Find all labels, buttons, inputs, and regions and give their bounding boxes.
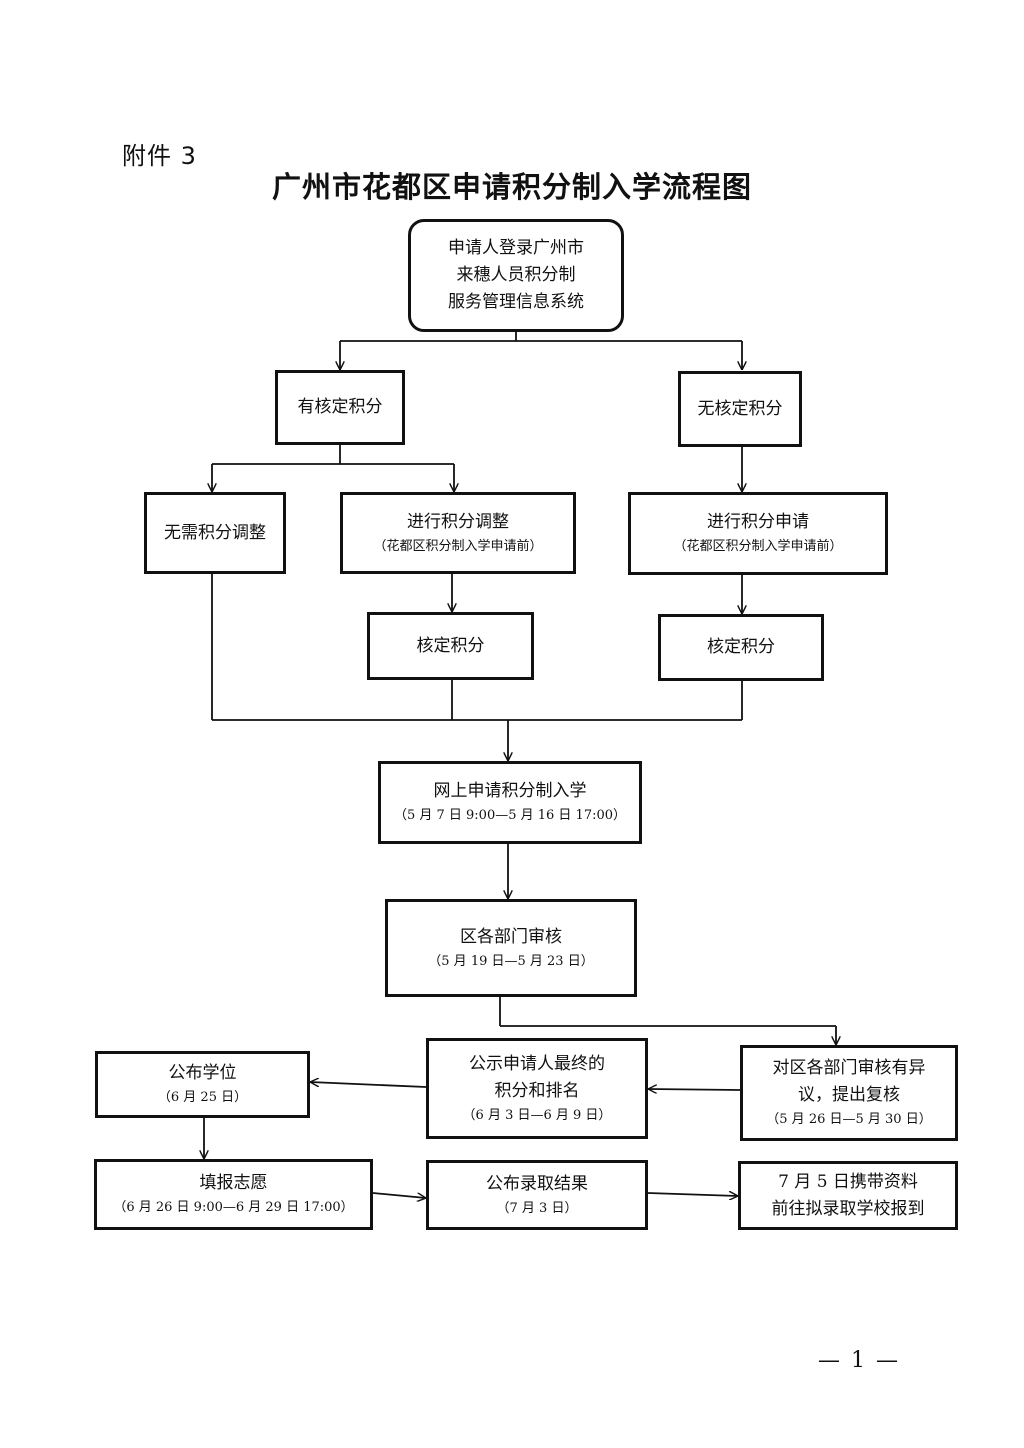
node-online-apply-label: 网上申请积分制入学 — [433, 781, 587, 801]
node-objection: 对区各部门审核有异 议，提出复核 （5 月 26 日—5 月 30 日） — [740, 1045, 958, 1141]
node-report-line-2: 前往拟录取学校报到 — [771, 1198, 925, 1219]
node-fill-choices-date: （6 月 26 日 9:00—6 月 29 日 17:00） — [113, 1200, 354, 1215]
node-objection-date: （5 月 26 日—5 月 30 日） — [766, 1112, 932, 1127]
node-publicize-line-1: 公示申请人最终的 — [469, 1053, 605, 1074]
node-adjust-note: （花都区积分制入学申请前） — [373, 538, 543, 554]
node-no-adjust: 无需积分调整 — [144, 492, 286, 574]
node-no-adjust-label: 无需积分调整 — [164, 522, 266, 543]
node-online-apply-date: （5 月 7 日 9:00—5 月 16 日 17:00） — [393, 808, 627, 823]
page-number: — 1 — — [818, 1348, 900, 1373]
attachment-label: 附件 3 — [122, 142, 197, 170]
node-publish-seats-label: 公布学位 — [168, 1063, 237, 1083]
node-login: 申请人登录广州市 来穗人员积分制 服务管理信息系统 — [408, 219, 624, 332]
node-objection-line-1: 对区各部门审核有异 — [772, 1058, 926, 1078]
arrow-to-publish-seats — [310, 1082, 427, 1088]
node-fill-choices-label: 填报志愿 — [199, 1173, 268, 1193]
node-dept-review-date: （5 月 19 日—5 月 23 日） — [428, 953, 594, 969]
node-online-apply: 网上申请积分制入学 （5 月 7 日 9:00—5 月 16 日 17:00） — [378, 761, 642, 844]
node-dept-review: 区各部门审核 （5 月 19 日—5 月 23 日） — [385, 899, 637, 997]
node-publish-seats-date: （6 月 25 日） — [157, 1090, 248, 1105]
node-login-line-3: 服务管理信息系统 — [448, 292, 584, 312]
node-publish-results-label: 公布录取结果 — [486, 1173, 588, 1194]
node-verify-right-label: 核定积分 — [707, 637, 775, 657]
node-dept-review-label: 区各部门审核 — [460, 926, 562, 947]
node-login-line-1: 申请人登录广州市 — [448, 238, 584, 258]
node-verify-right: 核定积分 — [658, 614, 824, 681]
node-verify-left-label: 核定积分 — [416, 635, 485, 656]
node-publicize: 公示申请人最终的 积分和排名 （6 月 3 日—6 月 9 日） — [426, 1038, 648, 1139]
node-no-score-label: 无核定积分 — [697, 398, 783, 419]
node-login-line-2: 来穗人员积分制 — [456, 265, 576, 285]
node-apply-score: 进行积分申请 （花都区积分制入学申请前） — [628, 492, 888, 575]
node-publicize-line-2: 积分和排名 — [494, 1080, 580, 1101]
node-publish-seats: 公布学位 （6 月 25 日） — [95, 1051, 310, 1118]
node-no-score: 无核定积分 — [678, 371, 802, 447]
page-title: 广州市花都区申请积分制入学流程图 — [271, 170, 752, 204]
node-has-score-label: 有核定积分 — [297, 397, 383, 417]
arrow-to-report — [647, 1193, 738, 1196]
node-publish-results: 公布录取结果 （7 月 3 日） — [426, 1160, 648, 1230]
arrow-to-publicize — [648, 1089, 741, 1090]
node-report: 7 月 5 日携带资料 前往拟录取学校报到 — [738, 1161, 958, 1230]
node-adjust-label: 进行积分调整 — [407, 511, 509, 532]
node-objection-line-2: 议，提出复核 — [798, 1085, 900, 1105]
node-publish-results-date: （7 月 3 日） — [496, 1200, 578, 1216]
node-has-score: 有核定积分 — [275, 370, 405, 445]
node-verify-left: 核定积分 — [367, 612, 534, 680]
node-fill-choices: 填报志愿 （6 月 26 日 9:00—6 月 29 日 17:00） — [94, 1159, 373, 1230]
node-adjust: 进行积分调整 （花都区积分制入学申请前） — [340, 492, 576, 574]
node-apply-score-note: （花都区积分制入学申请前） — [673, 539, 843, 554]
node-publicize-date: （6 月 3 日—6 月 9 日） — [462, 1107, 612, 1123]
arrow-to-publish-results — [372, 1192, 426, 1198]
node-report-line-1: 7 月 5 日携带资料 — [778, 1171, 918, 1192]
node-apply-score-label: 进行积分申请 — [707, 512, 809, 532]
